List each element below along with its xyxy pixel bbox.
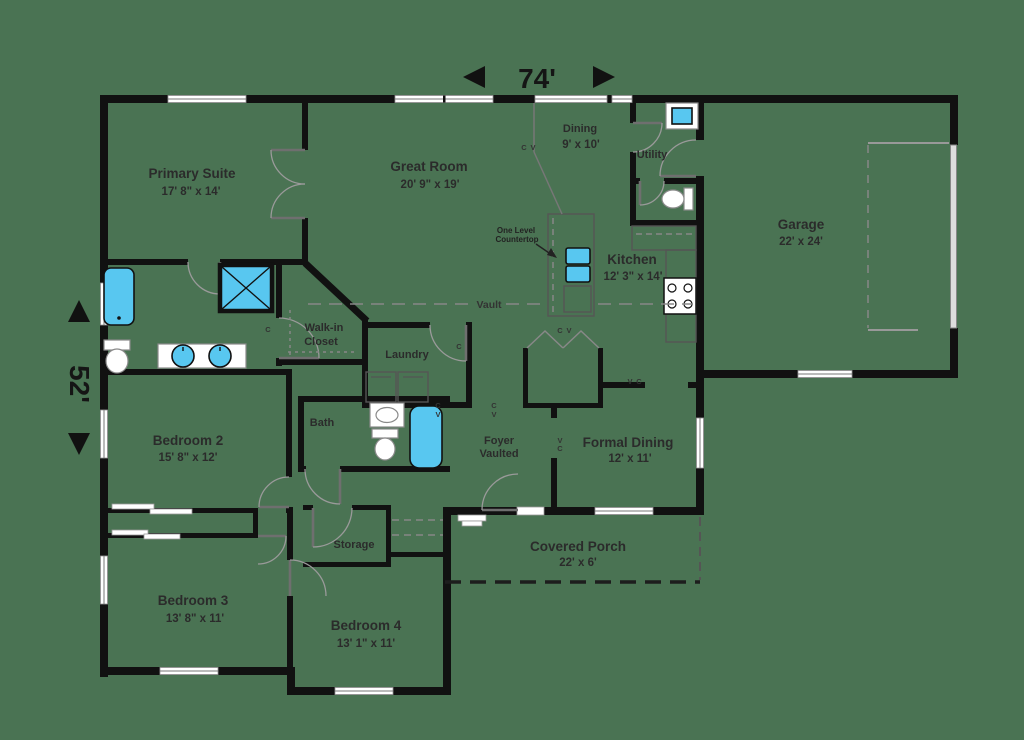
great-room-label: Great Room: [390, 159, 467, 174]
kitchen-island: [547, 213, 595, 317]
countertop-note: One Level Countertop: [495, 226, 557, 258]
room-labels: Primary Suite 17' 8" x 14' Great Room 20…: [148, 123, 824, 650]
covered-porch-label: Covered Porch: [530, 539, 626, 554]
hall-bath-vanity: [369, 402, 405, 428]
angled-wall: [302, 260, 370, 324]
bedroom-3-dims: 13' 8" x 11': [166, 613, 225, 625]
vault-line: Vault: [308, 299, 692, 311]
utility-label: Utility: [637, 149, 668, 161]
bathtub-hall: [409, 405, 443, 469]
bedroom-2-label: Bedroom 2: [153, 433, 224, 448]
fixtures: [103, 102, 957, 536]
ceiling-marker: V: [491, 410, 496, 419]
bedroom-4-dims: 13' 1" x 11': [337, 638, 396, 650]
ceiling-markers: C V C V C V C V V C V C C C: [265, 143, 642, 453]
ceiling-marker: V: [557, 436, 562, 445]
bedroom-2-dims: 15' 8" x 12': [159, 452, 218, 464]
vault-label: Vault: [476, 299, 502, 311]
note-arrowhead-icon: [547, 248, 557, 258]
great-room-dims: 20' 9" x 19': [401, 179, 460, 191]
closet-rods: [288, 310, 358, 355]
ceiling-marker: C: [491, 401, 497, 410]
double-vanity: [157, 343, 247, 369]
tub-drain: [117, 316, 121, 320]
arrow-down-icon: [68, 433, 90, 455]
covered-porch-dims: 22' x 6': [559, 557, 597, 569]
width-dimension-label: 74': [518, 63, 556, 94]
ceiling-marker: C: [557, 326, 563, 335]
sliding-closet-doors: [111, 503, 193, 540]
bedroom-4-label: Bedroom 4: [331, 618, 402, 633]
bath-label: Bath: [310, 417, 335, 429]
formal-dining-dims: 12' x 11': [608, 453, 651, 465]
kitchen-sink: [565, 247, 591, 265]
shelves: [392, 519, 443, 536]
countertop-note-line1: One Level: [497, 226, 535, 235]
washer-dryer: [365, 371, 429, 403]
ceiling-marker: V: [435, 410, 440, 419]
primary-suite-dims: 17' 8" x 14': [162, 186, 221, 198]
dimension-height: 52': [64, 300, 95, 455]
bedroom-3-label: Bedroom 3: [158, 593, 229, 608]
porch-steps: [457, 514, 487, 527]
bifold-door: [526, 329, 564, 349]
wall-openings: [188, 123, 706, 596]
doors: [111, 121, 697, 597]
closet-marker: C: [265, 325, 271, 334]
ceiling-marker: C: [636, 377, 642, 386]
range: [663, 277, 697, 315]
foyer-label: Foyer: [484, 435, 515, 447]
dining-label: Dining: [563, 123, 597, 135]
ceiling-marker: V: [530, 143, 535, 152]
bifold-door: [562, 329, 600, 349]
walk-in-closet-label-2: Closet: [304, 336, 338, 348]
countertop-note-line2: Countertop: [495, 235, 538, 244]
ceiling-marker: V: [566, 326, 571, 335]
arrow-right-icon: [593, 66, 615, 88]
ceiling-marker: C: [435, 401, 441, 410]
ceiling-marker: C: [557, 444, 563, 453]
height-dimension-label: 52': [64, 365, 95, 403]
laundry-label: Laundry: [385, 349, 429, 361]
toilet-primary: [103, 339, 131, 374]
garage-door: [867, 142, 957, 331]
dining-dims: 9' x 10': [562, 139, 600, 151]
interior-walls: [100, 103, 698, 695]
toilet-half-bath: [661, 187, 694, 211]
dimension-width: 74': [463, 63, 615, 94]
storage-label: Storage: [334, 539, 375, 551]
arrow-up-icon: [68, 300, 90, 322]
arrow-left-icon: [463, 66, 485, 88]
ceiling-marker: C: [521, 143, 527, 152]
garage-dims: 22' x 24': [779, 236, 823, 248]
primary-suite-label: Primary Suite: [148, 166, 236, 181]
utility-sink: [665, 102, 699, 130]
kitchen-label: Kitchen: [607, 252, 657, 267]
bathtub-primary: [103, 267, 135, 326]
porch-outline: [445, 517, 701, 584]
toilet-hall-bath: [371, 428, 399, 461]
shower: [217, 262, 275, 314]
exterior-walls: [100, 95, 958, 695]
ceiling-marker: V: [627, 377, 632, 386]
garage-label: Garage: [778, 217, 825, 232]
foyer-sub-label: Vaulted: [479, 448, 518, 460]
dishwasher: [563, 285, 592, 313]
dining-ceiling-break: [533, 103, 563, 215]
kitchen-sink: [565, 265, 591, 283]
closet-marker: C: [456, 342, 462, 351]
formal-dining-label: Formal Dining: [583, 435, 674, 450]
kitchen-dims: 12' 3" x 14': [604, 271, 663, 283]
walk-in-closet-label-1: Walk-in: [305, 322, 344, 334]
